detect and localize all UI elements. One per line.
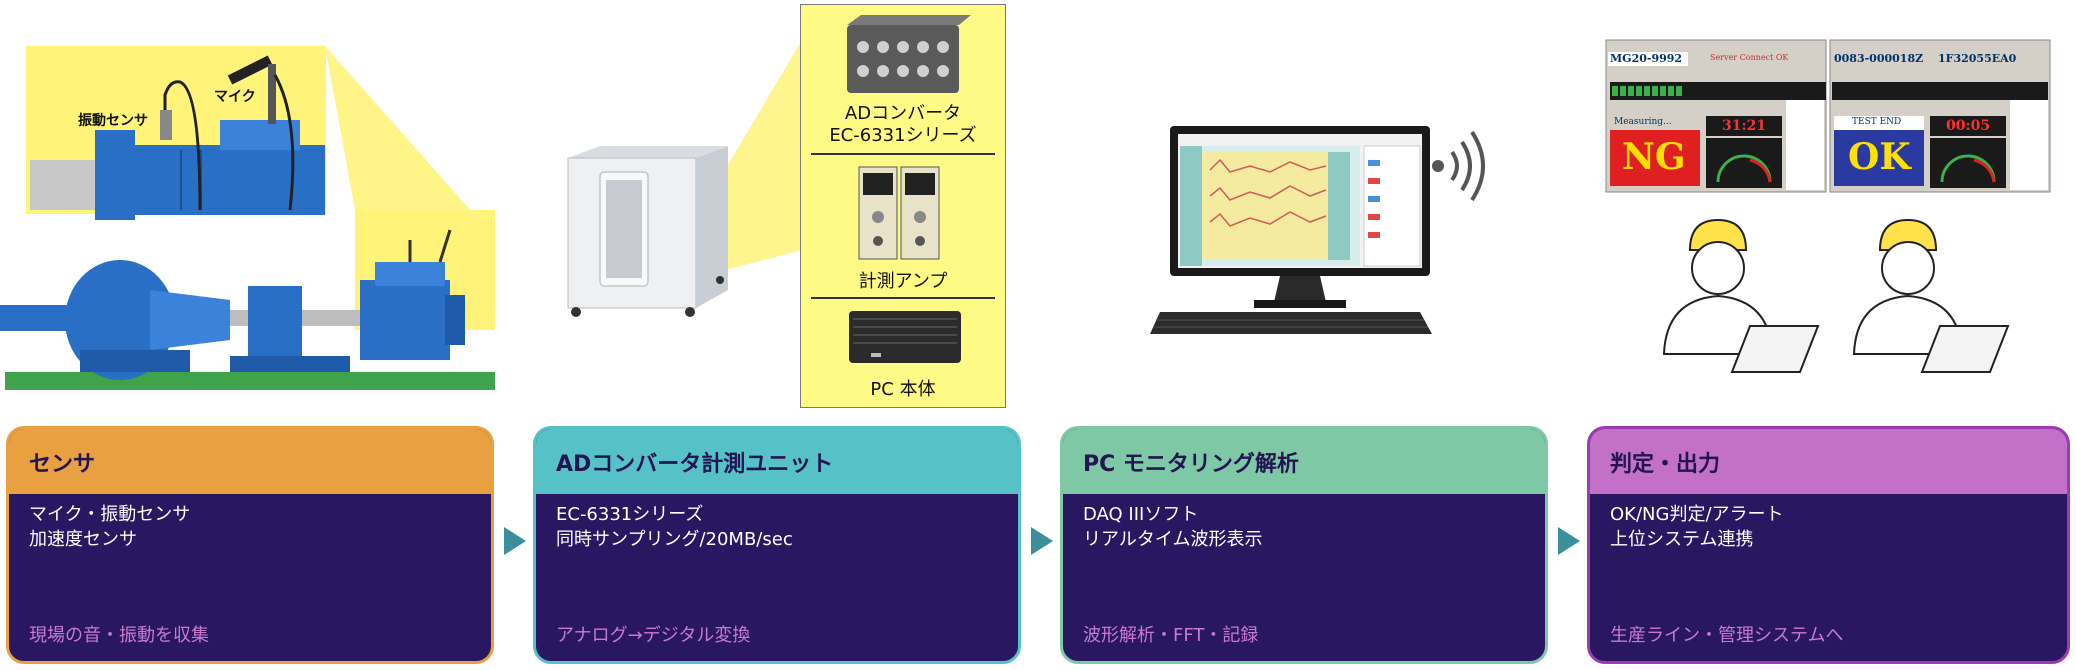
- screen1-result: NG: [1622, 136, 1686, 178]
- screen1-id: MG20-9992: [1610, 52, 1683, 65]
- pc-illustration: [1150, 0, 1500, 412]
- card-line: マイク・振動センサ: [29, 504, 191, 525]
- screen1-timer: 31:21: [1722, 118, 1767, 134]
- microphone-label: マイク: [214, 89, 256, 105]
- sensor-illustration: 振動センサ マイク: [0, 0, 500, 412]
- flow-card-pc: PC モニタリング解析 DAQ IIIソフト リアルタイム波形表示 波形解析・F…: [1060, 426, 1548, 664]
- card-title: 判定・出力: [1590, 429, 2067, 494]
- flow-arrow-icon: [1558, 527, 1580, 555]
- component-panel: ADコンバータ EC-6331シリーズ 計測アンプ PC 本体: [800, 4, 1006, 408]
- card-footer: 現場の音・振動を収集: [29, 625, 209, 646]
- panel-divider: [811, 153, 995, 155]
- card-body: OK/NG判定/アラート 上位システム連携 生産ライン・管理システムへ: [1590, 494, 2067, 661]
- pc-body-label: PC 本体: [870, 379, 936, 400]
- flow-card-adunit: ADコンバータ計測ユニット EC-6331シリーズ 同時サンプリング/20MB/…: [533, 426, 1021, 664]
- card-title: センサ: [9, 429, 491, 494]
- card-line: 上位システム連携: [1610, 529, 1754, 550]
- component-drawings: [847, 15, 971, 363]
- wireless-icon: [1432, 160, 1444, 172]
- screen2-state: TEST END: [1852, 117, 1902, 127]
- judge-illustration: MG20-9992 Server Connect OK Measuring...…: [1600, 0, 2070, 412]
- card-body: マイク・振動センサ 加速度センサ 現場の音・振動を収集: [9, 494, 491, 661]
- card-line: 同時サンプリング/20MB/sec: [556, 529, 793, 550]
- card-footer: 生産ライン・管理システムへ: [1610, 625, 1844, 646]
- panel-divider: [811, 297, 995, 299]
- card-body: EC-6331シリーズ 同時サンプリング/20MB/sec アナログ→デジタル変…: [536, 494, 1018, 661]
- judge-screens-drawing: [1605, 39, 2051, 373]
- screen2-id2: 1F32055EA0: [1938, 52, 2017, 65]
- screen2-result: OK: [1848, 136, 1911, 178]
- amplifier-label: 計測アンプ: [858, 271, 948, 292]
- flow-card-sensor: センサ マイク・振動センサ 加速度センサ 現場の音・振動を収集: [6, 426, 494, 664]
- card-title: PC モニタリング解析: [1063, 429, 1545, 494]
- card-footer: アナログ→デジタル変換: [556, 625, 751, 646]
- flow-card-judge: 判定・出力 OK/NG判定/アラート 上位システム連携 生産ライン・管理システム…: [1587, 426, 2070, 664]
- card-line: OK/NG判定/アラート: [1610, 504, 1784, 525]
- card-body: DAQ IIIソフト リアルタイム波形表示 波形解析・FFT・記録: [1063, 494, 1545, 661]
- card-line: リアルタイム波形表示: [1083, 529, 1263, 550]
- adunit-illustration: ADコンバータ EC-6331シリーズ 計測アンプ PC 本体: [540, 0, 1020, 412]
- flow-arrow-icon: [504, 527, 526, 555]
- card-title: ADコンバータ計測ユニット: [536, 429, 1018, 494]
- vibration-sensor-label: 振動センサ: [78, 113, 148, 129]
- ad-converter-label-line1: ADコンバータ: [844, 103, 962, 124]
- screen1-measuring: Measuring...: [1614, 117, 1672, 127]
- rack-cabinet-drawing: [567, 40, 802, 317]
- screen2-id1: 0083-000018Z: [1834, 52, 1924, 65]
- screen1-status: Server Connect OK: [1710, 53, 1789, 62]
- card-line: EC-6331シリーズ: [556, 504, 704, 525]
- screen2-timer: 00:05: [1946, 118, 1991, 134]
- pump-motor-drawing: [0, 46, 495, 390]
- pc-monitor-drawing: [1150, 126, 1485, 334]
- flow-arrow-icon: [1031, 527, 1053, 555]
- card-footer: 波形解析・FFT・記録: [1083, 625, 1259, 646]
- card-line: DAQ IIIソフト: [1083, 504, 1199, 525]
- ad-converter-label-line2: EC-6331シリーズ: [829, 125, 977, 146]
- card-line: 加速度センサ: [29, 529, 137, 550]
